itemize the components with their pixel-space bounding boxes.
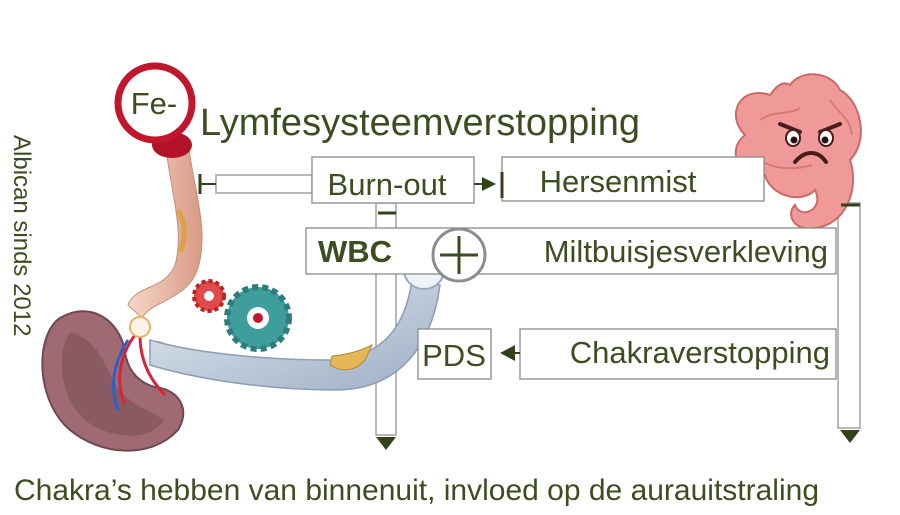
- gears-icon: [192, 279, 292, 352]
- box-wbc: WBC Miltbuisjesverkleving: [305, 227, 837, 275]
- wbc-label: WBC: [318, 234, 392, 269]
- throat-tube: [127, 139, 203, 319]
- box-brainfog: Hersenmist: [501, 156, 765, 202]
- box-pds: PDS: [417, 328, 492, 380]
- chakra-label: Chakraverstopping: [570, 335, 830, 370]
- spleen-icon: [41, 310, 185, 452]
- box-chakra: Chakraverstopping: [519, 328, 837, 380]
- spleen-tube-label: Miltbuisjesverkleving: [544, 234, 828, 269]
- arrow-markers: [198, 172, 860, 450]
- connector-lines: [215, 174, 861, 436]
- side-credit-label: Albican sinds 2012: [8, 135, 35, 336]
- burnout-label: Burn-out: [328, 167, 447, 202]
- pds-label: PDS: [422, 338, 486, 373]
- angry-intestine-icon: [734, 73, 862, 230]
- iron-label: Fe-: [131, 86, 178, 121]
- plus-circle-icon: [431, 227, 487, 283]
- brainfog-label: Hersenmist: [540, 164, 697, 199]
- box-burnout: Burn-out: [311, 156, 475, 204]
- red-circle-stamp-icon: Fe-: [114, 62, 196, 158]
- title-label: Lymfesysteemverstopping: [200, 102, 640, 144]
- footer-label: Chakra’s hebben van binnenuit, invloed o…: [14, 474, 819, 507]
